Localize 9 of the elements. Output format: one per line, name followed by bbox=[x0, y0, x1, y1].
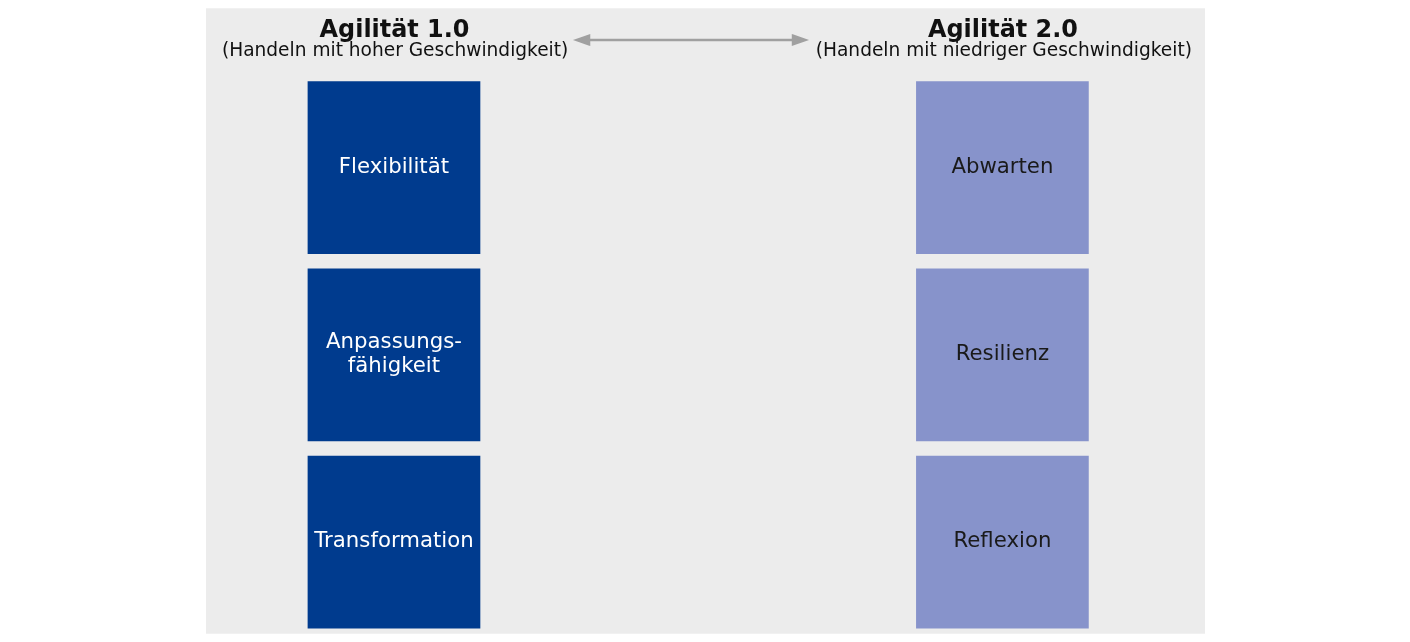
node-box: Reflexion bbox=[915, 455, 1089, 629]
arrow bbox=[572, 33, 809, 47]
node-box: Flexibilität bbox=[307, 81, 480, 254]
node-text: Agilität 1.0 (Handeln mit hoher Geschwindigkeit) bbox=[221, 14, 568, 61]
node-text: Agilität 2.0 (Handeln mit niedriger Geschwindigkeit) bbox=[815, 14, 1192, 61]
node-box: Abwarten bbox=[915, 81, 1089, 254]
node-box: Anpassungs- fähigkeit bbox=[307, 268, 480, 442]
node-box: Transformation bbox=[307, 455, 480, 629]
node-box: Resilienz bbox=[915, 268, 1089, 442]
